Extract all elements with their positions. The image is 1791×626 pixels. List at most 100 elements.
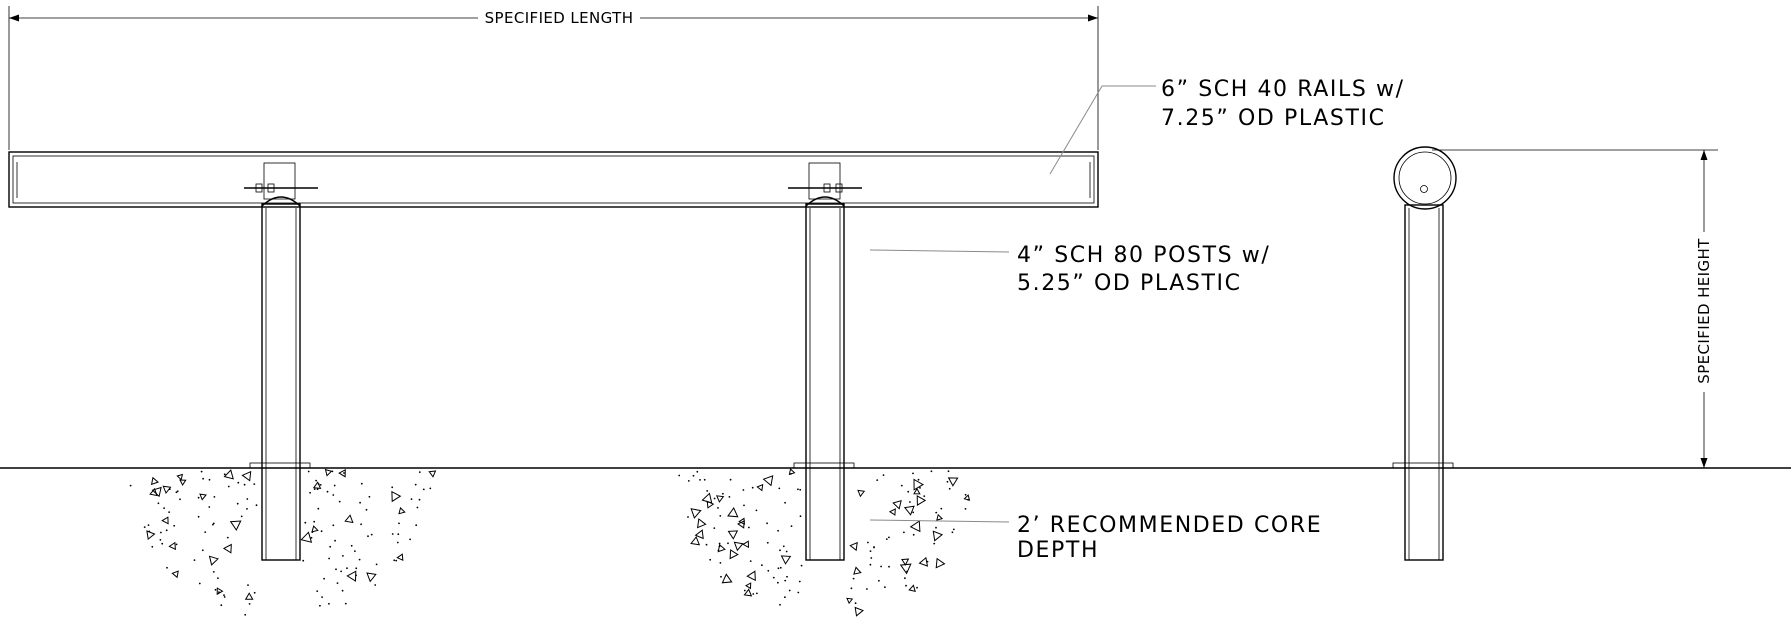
concrete-speck (882, 474, 885, 476)
concrete-speck (761, 564, 763, 567)
concrete-speck (728, 496, 731, 498)
concrete-speck (335, 568, 337, 571)
concrete-speck (880, 565, 882, 568)
concrete-speck (749, 560, 752, 562)
concrete-speck (255, 504, 258, 507)
concrete-speck (917, 478, 920, 481)
aggregate-stone (857, 489, 866, 498)
post-1-flange (249, 462, 311, 469)
concrete-speck (313, 520, 316, 523)
concrete-speck (360, 482, 363, 485)
concrete-speck (797, 591, 800, 594)
concrete-speck (253, 591, 256, 594)
aggregate-stone (788, 468, 796, 476)
concrete-speck (951, 531, 954, 534)
aggregate-stone (936, 513, 944, 521)
aggregate-stone (150, 476, 159, 486)
concrete-speck (227, 485, 230, 488)
concrete-speck (790, 473, 792, 475)
concrete-speck (317, 507, 320, 510)
posts-callout: 4” SCH 80 POSTS w/ 5.25” OD PLASTIC (869, 243, 1270, 296)
post-2-body (805, 203, 845, 561)
aggregate-stone (146, 530, 156, 541)
concrete-speck (319, 604, 321, 607)
posts-callout-leader (869, 249, 1010, 253)
concrete-speck (798, 580, 801, 583)
concrete-speck (223, 473, 226, 476)
aggregate-stone (849, 541, 858, 552)
height-dimension: SPECIFIED HEIGHT (1432, 149, 1718, 468)
concrete-speck (916, 586, 918, 589)
concrete-speck (784, 596, 786, 599)
concrete-speck (912, 533, 915, 536)
concrete-speck (699, 479, 701, 481)
posts-callout-line-1: 4” SCH 80 POSTS w/ (1017, 243, 1270, 268)
aggregate-stone (916, 495, 927, 506)
aggregate-stone (161, 516, 169, 525)
concrete-speck (247, 584, 249, 586)
aggregate-stone (694, 529, 704, 540)
aggregate-stone (756, 483, 764, 492)
concrete-speck (709, 558, 712, 561)
concrete-speck (964, 508, 967, 510)
aggregate-stone (312, 481, 322, 489)
concrete-speck (179, 498, 181, 501)
concrete-speck (752, 593, 755, 595)
concrete-speck (166, 566, 168, 569)
aggregate-stone (199, 493, 207, 501)
concrete-speck (323, 577, 325, 580)
concrete-speck (777, 567, 780, 570)
concrete-speck (788, 589, 791, 592)
concrete-speck (197, 496, 200, 499)
concrete-speck (246, 508, 248, 510)
concrete-speck (160, 531, 162, 534)
concrete-speck (410, 498, 413, 500)
aggregate-stone (176, 473, 184, 481)
aggregate-stone (935, 557, 946, 569)
aggregate-stone (338, 468, 346, 478)
concrete-speck (907, 490, 910, 493)
concrete-speck (175, 543, 178, 546)
post-1-nut-right (267, 183, 275, 193)
concrete-speck (173, 524, 176, 527)
concrete-speck (785, 550, 788, 553)
aggregate-stone (396, 553, 404, 562)
concrete-speck (316, 488, 319, 491)
aggregate-stone (690, 508, 702, 519)
concrete-speck (742, 489, 745, 491)
concrete-speck (315, 479, 317, 482)
concrete-speck (302, 559, 305, 562)
post-1-top-sleeve (263, 162, 296, 200)
concrete-speck (948, 487, 951, 490)
concrete-speck (869, 563, 872, 566)
aggregate-stone (901, 558, 910, 566)
concrete-speck (903, 531, 905, 534)
concrete-speck (332, 524, 335, 527)
concrete-speck (678, 474, 681, 477)
concrete-speck (779, 549, 781, 552)
rails-callout-leader-diagonal (1049, 85, 1103, 175)
concrete-speck (151, 545, 154, 548)
core-callout: 2’ RECOMMENDED CORE DEPTH (869, 513, 1321, 563)
concrete-speck (163, 507, 166, 509)
concrete-speck (310, 536, 313, 539)
rail-inner (12, 155, 1095, 204)
concrete-speck (778, 487, 781, 490)
concrete-speck (869, 550, 872, 552)
aggregate-stone (717, 543, 726, 553)
concrete-speck (687, 516, 689, 518)
concrete-speck (935, 526, 937, 529)
post-2-nut-right (835, 183, 843, 193)
concrete-core-2 (678, 468, 971, 617)
concrete-speck (946, 480, 949, 483)
concrete-speck (717, 507, 719, 509)
concrete-speck (168, 511, 171, 513)
concrete-speck (368, 495, 371, 498)
aggregate-stone (909, 520, 921, 533)
concrete-speck (797, 488, 799, 491)
aggregate-stone (346, 570, 357, 582)
concrete-speck (332, 494, 335, 496)
concrete-speck (713, 527, 716, 529)
concrete-speck (743, 504, 745, 507)
concrete-speck (350, 544, 353, 547)
